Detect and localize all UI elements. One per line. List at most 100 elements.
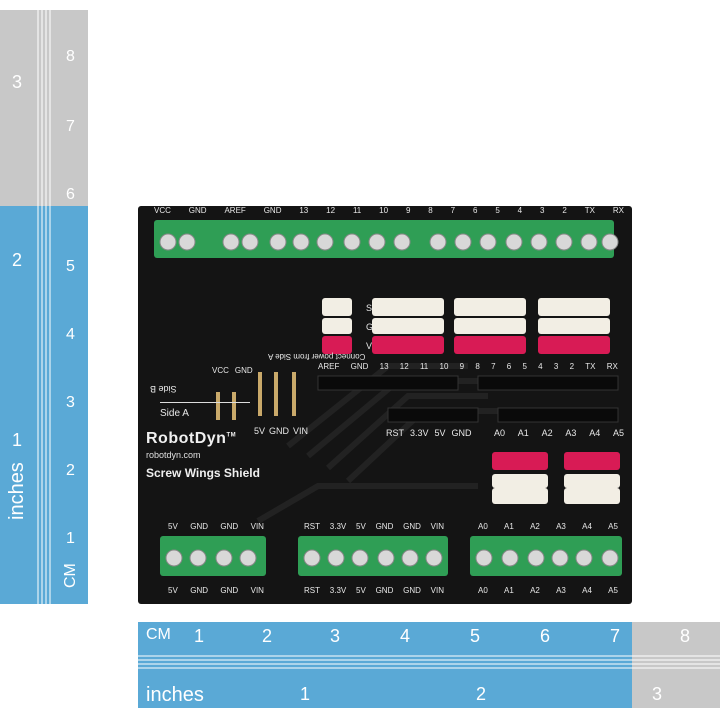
horizontal-cm-number-4: 4 bbox=[400, 626, 411, 646]
trademark: TM bbox=[226, 432, 237, 439]
label-9: 9 bbox=[405, 206, 411, 215]
bm-5v: 5V bbox=[356, 522, 366, 531]
hdr-13: 13 bbox=[379, 362, 389, 371]
hdr-9: 9 bbox=[459, 362, 465, 371]
ana-a5: A5 bbox=[612, 428, 624, 438]
vertical-cm-number-5: 5 bbox=[66, 258, 75, 275]
vertical-cm-number-4: 4 bbox=[66, 326, 75, 343]
jumper-pins-upper bbox=[322, 298, 610, 354]
top-terminal-block bbox=[154, 220, 619, 258]
label-6: 6 bbox=[472, 206, 478, 215]
br-a5-b: A5 bbox=[608, 586, 618, 595]
bm-rst: RST bbox=[304, 522, 320, 531]
hdr-tx: TX bbox=[585, 362, 596, 371]
br-a0: A0 bbox=[478, 522, 488, 531]
bm-gnd2: GND bbox=[403, 522, 421, 531]
hdr-gnd: GND bbox=[350, 362, 369, 371]
br-a0-b: A0 bbox=[478, 586, 488, 595]
hdr-3: 3 bbox=[553, 362, 559, 371]
bl-5v-b: 5V bbox=[168, 586, 178, 595]
ana-a1: A1 bbox=[517, 428, 529, 438]
screw-wings-shield-board: S G V VCC GND AREF GND 13 12 11 10 9 8 7… bbox=[138, 206, 632, 604]
vertical-cm-number-7: 7 bbox=[66, 118, 75, 135]
horizontal-inch-number-3: 3 bbox=[652, 684, 663, 704]
br-a4-b: A4 bbox=[582, 586, 592, 595]
hdr-11: 11 bbox=[419, 362, 429, 371]
label-7: 7 bbox=[450, 206, 456, 215]
vertical-cm-number-3: 3 bbox=[66, 394, 75, 411]
label-tx: TX bbox=[584, 206, 595, 215]
bm-gnd2-b: GND bbox=[403, 586, 421, 595]
horizontal-cm-label: CM bbox=[146, 626, 171, 643]
label-3: 3 bbox=[540, 206, 545, 215]
label-gnd-2: GND bbox=[263, 206, 282, 215]
label-10: 10 bbox=[379, 206, 389, 215]
website-label: robotdyn.com bbox=[146, 450, 201, 460]
horizontal-cm-number-3: 3 bbox=[330, 626, 341, 646]
label-4: 4 bbox=[517, 206, 523, 215]
horizontal-inch-label: inches bbox=[146, 684, 204, 706]
vertical-inch-ruler bbox=[0, 10, 58, 604]
bl-gnd2-b: GND bbox=[220, 586, 239, 595]
jp-gnd: GND bbox=[234, 366, 253, 375]
hdr-7: 7 bbox=[491, 362, 496, 371]
bottom-left-terminal-block bbox=[160, 536, 266, 576]
horizontal-cm-ruler bbox=[138, 622, 720, 650]
hdr-rx: RX bbox=[606, 362, 618, 371]
bl-vin-b: VIN bbox=[250, 586, 264, 595]
power-header-labels: RST 3.3V 5V GND bbox=[386, 428, 496, 438]
horizontal-inch-ruler bbox=[138, 650, 720, 708]
ana-a3: A3 bbox=[565, 428, 577, 438]
bl-5v: 5V bbox=[168, 522, 178, 531]
product-name: Screw Wings Shield bbox=[146, 466, 260, 480]
hdr-10: 10 bbox=[439, 362, 449, 371]
hdr-5: 5 bbox=[522, 362, 527, 371]
hdr-6: 6 bbox=[506, 362, 512, 371]
br-a2-b: A2 bbox=[530, 586, 540, 595]
jumper-vcc-labels: VCC GND bbox=[212, 366, 253, 375]
br-a5: A5 bbox=[608, 522, 618, 531]
vertical-cm-number-1: 1 bbox=[66, 530, 75, 547]
side-divider bbox=[160, 402, 250, 403]
bottom-right-labels-bottom: A0 A1 A2 A3 A4 A5 bbox=[478, 586, 618, 595]
silk-v: V bbox=[366, 341, 372, 351]
hdr-2: 2 bbox=[569, 362, 575, 371]
horizontal-cm-number-8: 8 bbox=[680, 626, 691, 646]
bm-rst-b: RST bbox=[304, 586, 320, 595]
ana-a4: A4 bbox=[589, 428, 601, 438]
hdr-aref: AREF bbox=[318, 362, 340, 371]
bottom-left-labels-top: 5V GND GND VIN bbox=[168, 522, 264, 531]
bm-3v3: 3.3V bbox=[329, 522, 347, 531]
female-headers bbox=[317, 375, 619, 423]
vertical-cm-ruler bbox=[58, 10, 88, 604]
side-b-label: Side B bbox=[150, 384, 177, 394]
bm-5v-b: 5V bbox=[356, 586, 366, 595]
bm-vin-b: VIN bbox=[430, 586, 444, 595]
jumper-pin-labels: 5V GND VIN bbox=[254, 426, 308, 436]
jumper-pins-analog bbox=[492, 452, 620, 504]
silk-g: G bbox=[366, 322, 373, 332]
digital-header-labels: AREF GND 13 12 11 10 9 8 7 6 5 4 3 2 TX … bbox=[318, 362, 618, 374]
vertical-inch-label: inches bbox=[6, 462, 28, 520]
hdr-8: 8 bbox=[475, 362, 480, 371]
vertical-cm-number-8: 8 bbox=[66, 48, 75, 65]
ana-a2: A2 bbox=[541, 428, 553, 438]
hdr-4: 4 bbox=[538, 362, 543, 371]
horizontal-cm-number-2: 2 bbox=[262, 626, 273, 646]
bl-gnd2: GND bbox=[220, 522, 239, 531]
bottom-mid-labels-bottom: RST 3.3V 5V GND GND VIN bbox=[304, 586, 444, 595]
label-13: 13 bbox=[299, 206, 309, 215]
label-11: 11 bbox=[352, 206, 362, 215]
jp-vin: VIN bbox=[293, 426, 309, 436]
vertical-inch-number-3: 3 bbox=[12, 72, 23, 92]
pwr-5v: 5V bbox=[434, 428, 446, 438]
connect-power-note: Connect power from Side A bbox=[268, 352, 366, 361]
analog-header-labels: A0 A1 A2 A3 A4 A5 bbox=[494, 428, 624, 438]
label-rx: RX bbox=[612, 206, 624, 215]
bottom-left-labels-bottom: 5V GND GND VIN bbox=[168, 586, 264, 595]
label-gnd: GND bbox=[188, 206, 207, 215]
bm-3v3-b: 3.3V bbox=[329, 586, 347, 595]
horizontal-cm-number-1: 1 bbox=[194, 626, 205, 646]
side-a-label: Side A bbox=[160, 408, 189, 419]
hdr-12: 12 bbox=[399, 362, 409, 371]
